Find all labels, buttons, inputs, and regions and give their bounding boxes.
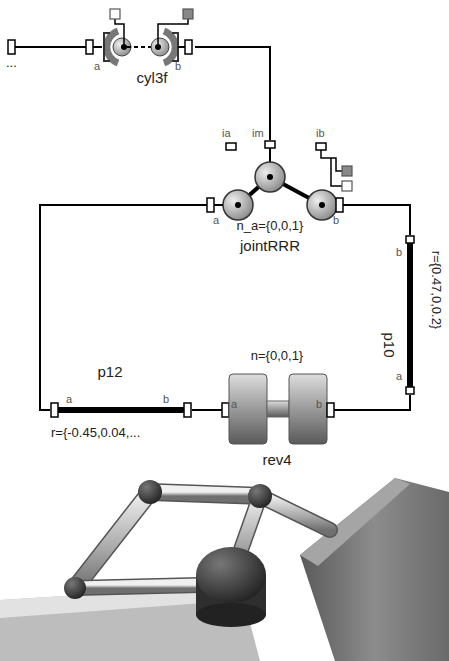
parameter-text: n={0,0,1} xyxy=(251,349,303,363)
frame-port xyxy=(8,40,86,54)
port-label: a xyxy=(66,393,72,405)
port-label: ib xyxy=(316,127,325,139)
port-label: ia xyxy=(222,127,231,139)
port-label: b xyxy=(316,398,322,410)
port-label: b xyxy=(175,60,181,72)
connection-wire xyxy=(334,395,410,410)
rod-p12-icon xyxy=(51,403,191,417)
joint-component: cyl3f xyxy=(85,28,195,88)
rod-p10-icon xyxy=(406,236,414,394)
port-label: a xyxy=(231,398,237,410)
rod-component: p10 r={0.47,0,0.2} xyxy=(378,235,446,395)
connection-wire xyxy=(195,47,270,140)
mechanism-rendering xyxy=(0,478,449,661)
connection-wire xyxy=(192,409,222,411)
component-name: jointRRR xyxy=(240,238,300,255)
port-label: im xyxy=(252,127,264,139)
parameter-text: r={-0.45,0.04,... xyxy=(51,426,140,440)
component-name: p10 xyxy=(381,332,398,357)
port-label: a xyxy=(94,60,100,72)
joint-rrr-icon xyxy=(207,141,352,220)
parameter-text: n_a={0,0,1} xyxy=(237,219,304,233)
port-label: b xyxy=(163,393,169,405)
component-name: rev4 xyxy=(262,452,291,469)
port-label: b xyxy=(396,246,402,258)
parameter-text: r={0.47,0,0.2} xyxy=(429,251,443,329)
port-label: a xyxy=(213,214,219,226)
component-name: p12 xyxy=(97,364,122,381)
revolute-icon xyxy=(222,374,334,444)
component-name: cyl3f xyxy=(137,70,168,87)
connection-wire xyxy=(40,205,207,410)
joint-component: n_a={0,0,1} jointRRR xyxy=(207,140,343,256)
port-label: b xyxy=(333,214,339,226)
port-label: a xyxy=(396,370,402,382)
ellipsis-label: ... xyxy=(6,56,17,70)
cylindrical-joint-icon xyxy=(86,9,193,63)
connection-wire xyxy=(343,205,410,235)
